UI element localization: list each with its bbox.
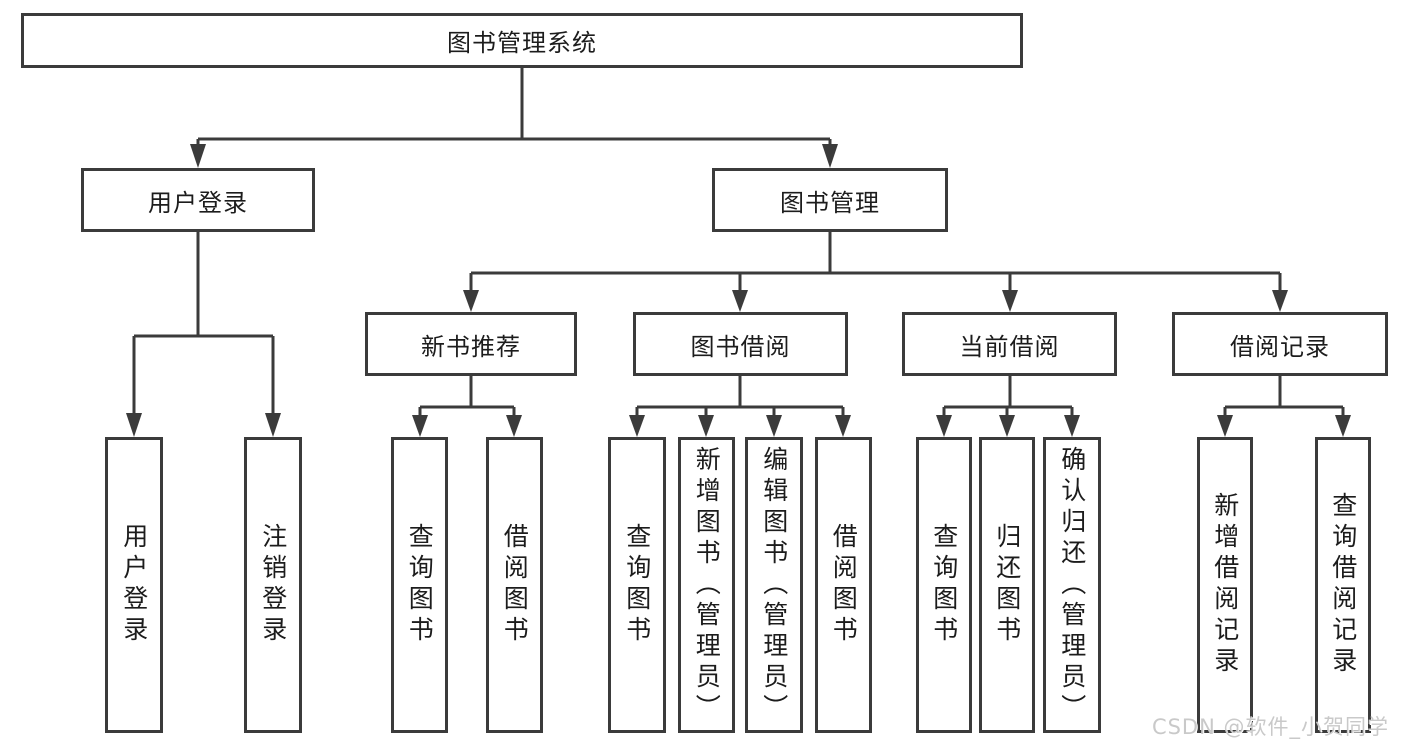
node-book-management: 图书管理	[712, 168, 948, 232]
leaf-user-login: 用户登录	[105, 437, 163, 733]
node-borrowing-records: 借阅记录	[1172, 312, 1388, 376]
node-library-system: 图书管理系统	[21, 13, 1023, 68]
node-book-borrowing: 图书借阅	[633, 312, 848, 376]
arrow-down-icon	[822, 144, 838, 168]
connector-new-book-recommendation	[412, 376, 522, 437]
connector-borrowing-records	[1217, 376, 1351, 437]
node-current-borrowing: 当前借阅	[902, 312, 1117, 376]
arrow-down-icon	[1002, 290, 1018, 312]
leaf-logout: 注销登录	[244, 437, 302, 733]
leaf-edit-books-admin: 编辑图书（管理员）	[745, 437, 803, 733]
connector-book-borrowing	[629, 376, 851, 437]
leaf-search-books-current: 查询图书	[916, 437, 972, 733]
leaf-return-books: 归还图书	[979, 437, 1035, 733]
arrow-down-icon	[732, 290, 748, 312]
connector-book-management	[463, 232, 1288, 312]
leaf-borrow-books-borrow: 借阅图书	[815, 437, 872, 733]
arrow-down-icon	[1064, 415, 1080, 437]
arrow-down-icon	[1217, 415, 1233, 437]
arrow-down-icon	[1335, 415, 1351, 437]
arrow-down-icon	[463, 290, 479, 312]
leaf-search-books-recommend: 查询图书	[391, 437, 448, 733]
leaf-confirm-return-admin: 确认归还（管理员）	[1043, 437, 1101, 733]
arrow-down-icon	[190, 144, 206, 168]
leaf-borrow-books-recommend: 借阅图书	[486, 437, 543, 733]
arrow-down-icon	[629, 415, 645, 437]
arrow-down-icon	[126, 413, 142, 437]
arrow-down-icon	[506, 415, 522, 437]
connector-user-login	[126, 232, 281, 437]
leaf-add-borrow-record: 新增借阅记录	[1197, 437, 1253, 733]
leaf-search-books-borrow: 查询图书	[608, 437, 666, 733]
arrow-down-icon	[1272, 290, 1288, 312]
arrow-down-icon	[698, 415, 714, 437]
arrow-down-icon	[412, 415, 428, 437]
arrow-down-icon	[835, 415, 851, 437]
leaf-add-books-admin: 新增图书（管理员）	[678, 437, 735, 733]
node-new-book-recommendation: 新书推荐	[365, 312, 577, 376]
leaf-search-borrow-record: 查询借阅记录	[1315, 437, 1371, 733]
watermark: CSDN @软件_小贺同学	[1151, 715, 1389, 739]
connector-current-borrowing	[936, 376, 1080, 437]
connector-root	[190, 68, 838, 168]
node-user-login: 用户登录	[81, 168, 315, 232]
arrow-down-icon	[265, 413, 281, 437]
arrow-down-icon	[766, 415, 782, 437]
arrow-down-icon	[999, 415, 1015, 437]
arrow-down-icon	[936, 415, 952, 437]
